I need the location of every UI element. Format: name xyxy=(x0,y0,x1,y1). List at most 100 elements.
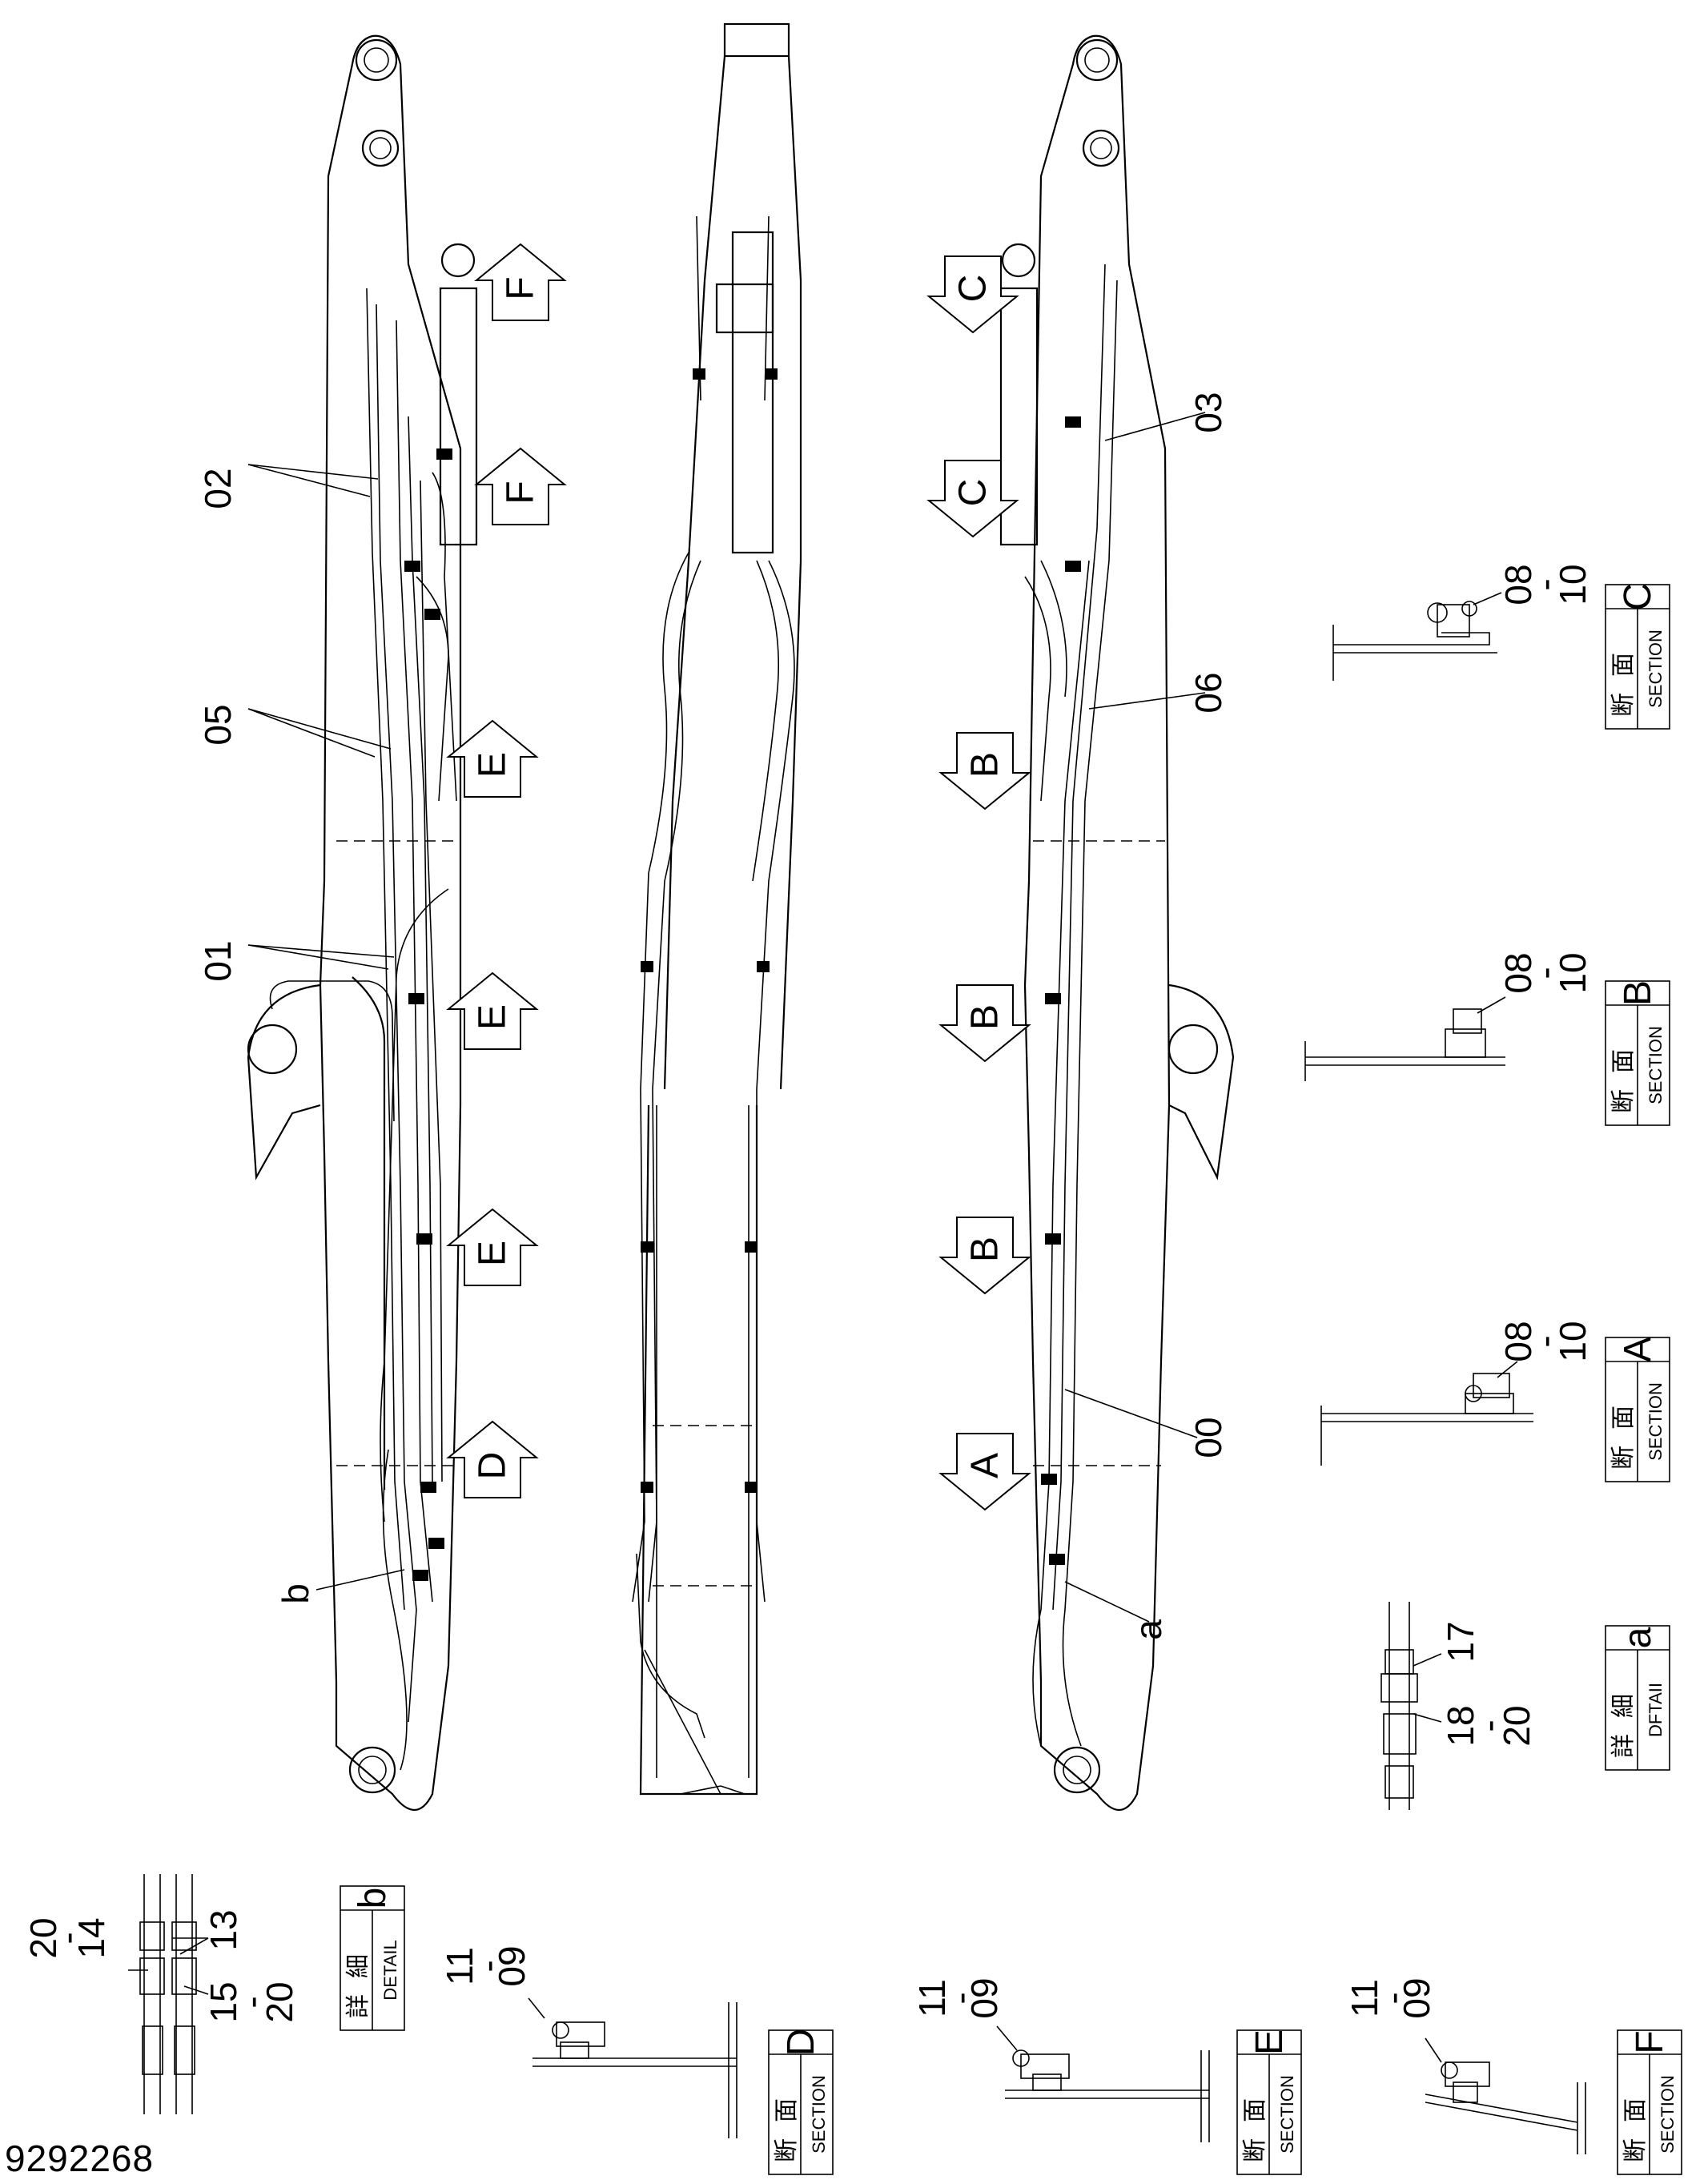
callout-00: 00 xyxy=(1188,1417,1229,1458)
detail-view-b: 20 - 14 13 15 - 20 xyxy=(22,1874,300,2114)
center-boom-lower-body xyxy=(639,1104,758,1796)
svg-text:断: 断 xyxy=(1610,1089,1637,1113)
hose-00 xyxy=(1040,560,1090,1611)
svg-text:10: 10 xyxy=(1552,1321,1593,1361)
hose-01 xyxy=(376,304,417,1723)
svg-text:13: 13 xyxy=(203,1909,244,1950)
callout-01: 01 xyxy=(197,940,239,981)
center-cylinder-rod xyxy=(731,231,774,554)
svg-text:細: 細 xyxy=(1610,1694,1637,1718)
svg-text:18: 18 xyxy=(1440,1705,1481,1746)
svg-text:B: B xyxy=(1617,980,1659,1006)
center-hoses xyxy=(632,552,795,1603)
svg-text:E: E xyxy=(472,1241,514,1266)
svg-text:11: 11 xyxy=(439,1947,480,1985)
svg-text:-: - xyxy=(231,1996,272,2008)
svg-text:B: B xyxy=(964,1004,1007,1030)
section-arrows: F F E E E D C C xyxy=(446,243,1031,1511)
svg-text:10: 10 xyxy=(1552,952,1593,993)
svg-text:断: 断 xyxy=(1610,693,1637,717)
section-view-A: 08 - 10 xyxy=(1320,1321,1593,1466)
svg-text:08: 08 xyxy=(1497,952,1539,993)
svg-text:B: B xyxy=(964,752,1007,778)
svg-text:面: 面 xyxy=(1610,1406,1637,1430)
callout-b: b xyxy=(275,1583,316,1604)
svg-text:F: F xyxy=(1629,2030,1671,2053)
svg-text:断: 断 xyxy=(1622,2138,1649,2162)
svg-text:詳: 詳 xyxy=(1610,1734,1637,1758)
section-arrow-C-1: C xyxy=(926,255,1019,334)
hose-06 xyxy=(1064,280,1118,1611)
svg-text:09: 09 xyxy=(491,1945,532,1986)
svg-text:A: A xyxy=(964,1453,1007,1478)
svg-text:面: 面 xyxy=(774,2098,800,2122)
left-boom-foot-pin xyxy=(247,1024,298,1075)
section-view-F: 11 - 09 xyxy=(1344,1977,1586,2154)
svg-text:断: 断 xyxy=(1610,1446,1637,1470)
svg-text:-: - xyxy=(1372,1992,1413,2004)
left-boom-mid-pin xyxy=(361,129,400,167)
svg-text:08: 08 xyxy=(1497,1321,1539,1361)
svg-text:面: 面 xyxy=(1622,2098,1649,2122)
svg-text:D: D xyxy=(780,2029,822,2057)
section-view-D: 11 - 09 xyxy=(439,1945,737,2138)
svg-text:SECTION: SECTION xyxy=(1277,2075,1297,2154)
svg-text:20: 20 xyxy=(259,1981,300,2022)
svg-text:B: B xyxy=(964,1237,1007,1262)
svg-text:b: b xyxy=(352,1888,394,1909)
title-box-section-C: 断 面 SECTION C xyxy=(1605,583,1670,730)
title-box-section-B: 断 面 SECTION B xyxy=(1605,980,1670,1126)
right-boom-outline xyxy=(1023,34,1171,1811)
section-arrow-E-2: E xyxy=(446,971,539,1050)
right-boom-cylinder xyxy=(999,287,1039,546)
callout-03: 03 xyxy=(1188,392,1229,432)
left-boom-foot xyxy=(247,983,321,1180)
svg-text:-: - xyxy=(1524,578,1565,590)
svg-text:-: - xyxy=(1524,1335,1565,1347)
hose-03 xyxy=(1052,263,1106,1611)
svg-text:F: F xyxy=(500,276,542,300)
svg-text:-: - xyxy=(467,1960,508,1972)
section-arrow-A: A xyxy=(938,1433,1031,1511)
left-boom-outline xyxy=(319,34,462,1811)
drawing-number: 9292268 xyxy=(5,2138,155,2179)
svg-text:20: 20 xyxy=(1496,1705,1537,1746)
svg-text:-: - xyxy=(1468,1719,1509,1732)
svg-text:E: E xyxy=(1248,2029,1291,2055)
title-box-section-D: 断 面 SECTION D xyxy=(768,2029,834,2175)
svg-text:SECTION: SECTION xyxy=(1646,629,1666,708)
svg-text:DETAIL: DETAIL xyxy=(380,1940,400,2000)
svg-text:D: D xyxy=(472,1452,514,1480)
svg-text:断: 断 xyxy=(774,2138,800,2162)
svg-text:SECTION: SECTION xyxy=(1646,1382,1666,1461)
svg-text:SECTION: SECTION xyxy=(1646,1026,1666,1104)
svg-text:10: 10 xyxy=(1552,564,1593,605)
svg-text:14: 14 xyxy=(70,1917,112,1958)
left-boom-top-pin xyxy=(355,38,398,82)
svg-text:08: 08 xyxy=(1497,564,1539,605)
leader-lines xyxy=(247,412,1206,1623)
section-view-E: 11 - 09 xyxy=(911,1977,1210,2142)
svg-text:11: 11 xyxy=(1344,1979,1385,2017)
center-boom-top-view xyxy=(632,22,802,1796)
left-boom-view xyxy=(247,34,478,1811)
svg-text:E: E xyxy=(472,1004,514,1030)
svg-text:17: 17 xyxy=(1440,1621,1481,1662)
title-box-detail-b: 詳 細 DETAIL b xyxy=(340,1885,405,2031)
section-arrow-F-1: F xyxy=(474,243,567,321)
title-box-section-E: 断 面 SECTION E xyxy=(1236,2029,1302,2175)
svg-text:15: 15 xyxy=(203,1981,244,2022)
section-arrow-B-3: B xyxy=(938,1217,1031,1295)
svg-text:E: E xyxy=(472,752,514,778)
section-arrow-C-2: C xyxy=(926,460,1019,538)
svg-text:面: 面 xyxy=(1242,2098,1268,2122)
svg-text:詳: 詳 xyxy=(345,1994,372,2018)
svg-text:C: C xyxy=(952,275,995,303)
svg-text:A: A xyxy=(1617,1337,1659,1362)
svg-text:-: - xyxy=(1524,967,1565,979)
detail-view-a: 17 18 - 20 xyxy=(1380,1602,1537,1810)
svg-text:-: - xyxy=(939,1992,981,2004)
left-boom-bottom-pin xyxy=(348,1746,396,1794)
callout-02: 02 xyxy=(197,468,239,509)
